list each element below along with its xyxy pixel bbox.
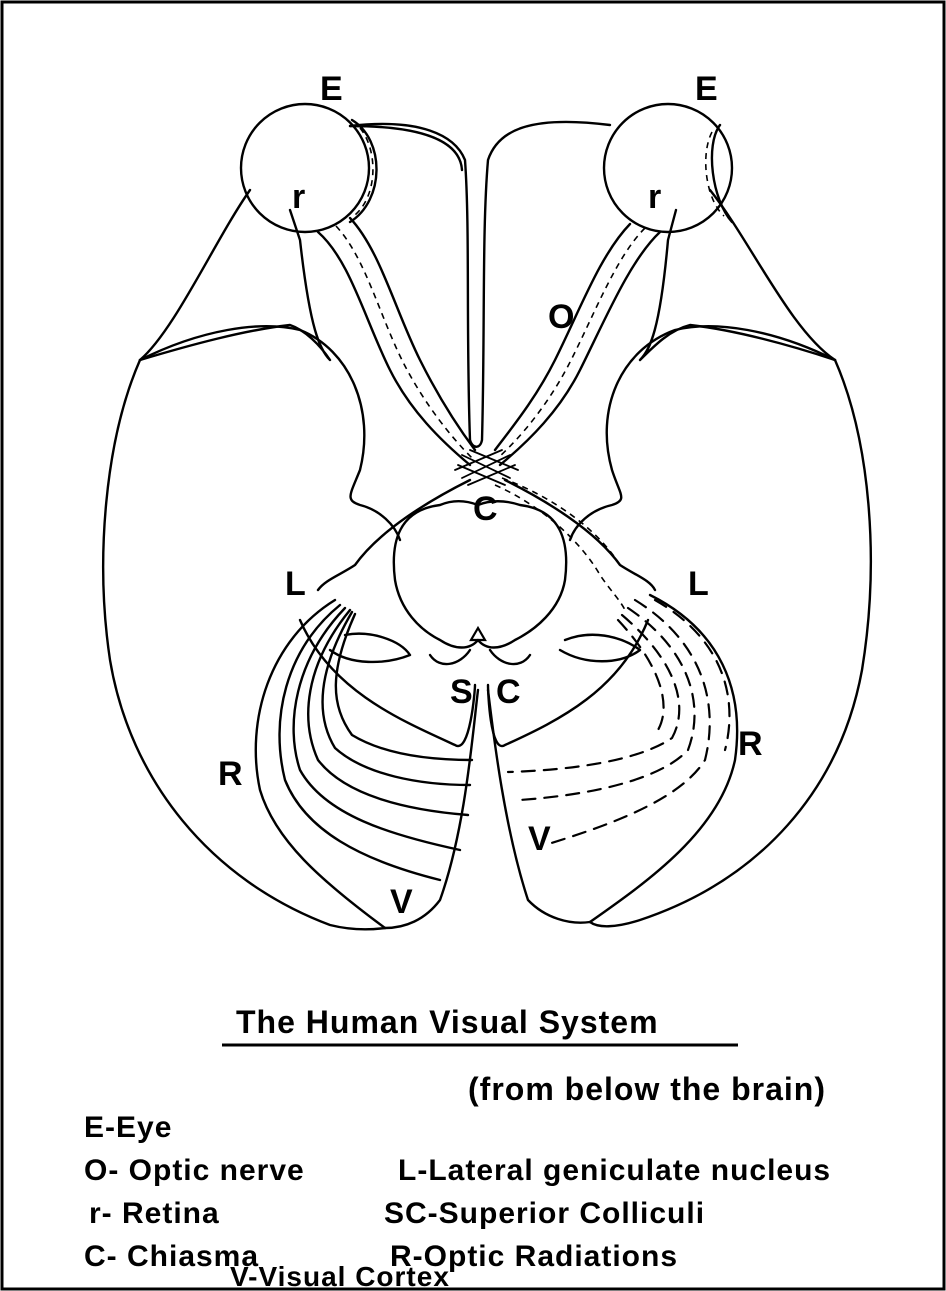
label-lgn-left: L <box>285 565 306 603</box>
legend-retina: r- Retina <box>89 1197 220 1230</box>
aqueduct-marker <box>471 628 485 640</box>
label-eye-left: E <box>320 70 343 108</box>
label-eye-right: E <box>695 70 718 108</box>
legend-eye: E-Eye <box>84 1111 172 1144</box>
optic-nerve-right-dash <box>498 228 645 458</box>
legend-visual-cortex: V-Visual Cortex <box>230 1261 450 1291</box>
label-colliculi-s: S <box>450 673 473 711</box>
optic-nerve-right-outer <box>495 224 630 450</box>
legend-optic-nerve: O- Optic nerve <box>84 1154 305 1187</box>
optic-radiations-right <box>508 595 737 922</box>
optic-nerve-left-dash <box>336 226 472 458</box>
label-radiation-left: R <box>218 755 243 793</box>
label-cortex-left: V <box>390 883 413 921</box>
optic-nerve-left-outer <box>350 218 475 450</box>
temporal-lobe-right <box>590 360 871 926</box>
optic-tract-right-dash2 <box>502 478 620 565</box>
figure-subtitle: (from below the brain) <box>468 1071 826 1107</box>
label-optic-nerve: O <box>548 298 574 336</box>
label-colliculi-c: C <box>496 673 521 711</box>
label-radiation-right: R <box>738 725 763 763</box>
legend-lateral-geniculate: L-Lateral geniculate nucleus <box>398 1154 831 1187</box>
temporal-lobe-right-inner <box>570 326 835 540</box>
lgn-right <box>560 635 640 661</box>
frontal-lobe-right <box>640 190 835 360</box>
legend-superior-colliculi: SC-Superior Colliculi <box>384 1197 705 1230</box>
colliculus-left <box>430 650 470 664</box>
colliculus-right <box>490 650 530 664</box>
temporal-lobe-left-inner <box>140 326 400 540</box>
label-lgn-right: L <box>688 565 709 603</box>
optic-tract-right <box>505 480 655 590</box>
figure-title: The Human Visual System <box>236 1004 659 1040</box>
retina-right <box>712 125 732 222</box>
optic-radiations-left <box>256 600 472 928</box>
label-retina-right: r <box>648 178 661 216</box>
label-chiasma: C <box>473 490 498 528</box>
label-retina-left: r <box>292 178 305 216</box>
label-cortex-right: V <box>528 820 551 858</box>
frontal-fissure <box>350 122 610 447</box>
chiasma-crossing <box>455 450 518 485</box>
